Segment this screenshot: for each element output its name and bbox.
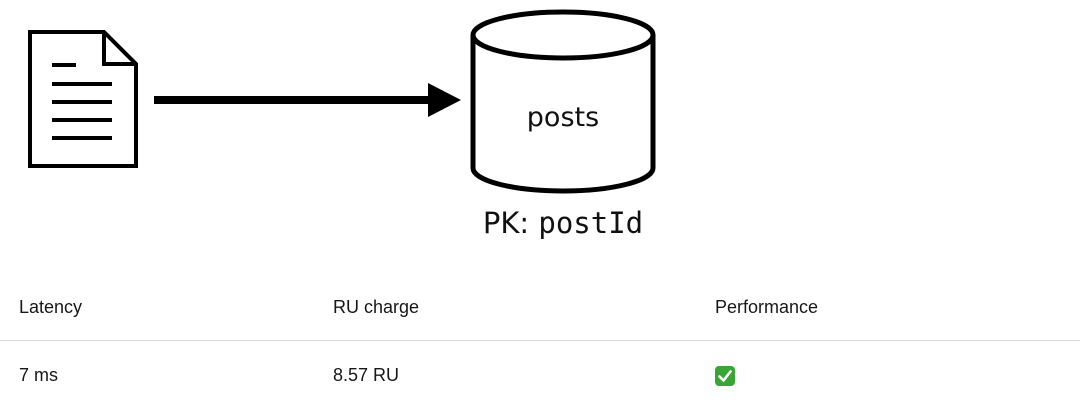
table-row: 7 ms 8.57 RU [0, 341, 1080, 409]
arrow-icon [154, 83, 461, 117]
container-name-label: posts [470, 102, 656, 133]
ru-charge-cell: 8.57 RU [314, 341, 696, 409]
ru-charge-header: RU charge [314, 274, 696, 341]
document-icon [30, 32, 136, 166]
partition-key-prefix: PK: [483, 206, 539, 240]
latency-cell: 7 ms [0, 341, 314, 409]
results-table: Latency RU charge Performance 7 ms 8.57 … [0, 274, 1080, 409]
partition-key-field: postId [538, 206, 643, 240]
partition-diagram: posts PK: postId [0, 0, 1080, 262]
latency-header: Latency [0, 274, 314, 341]
partition-key-label: PK: postId [440, 206, 686, 241]
results-table-wrapper: Latency RU charge Performance 7 ms 8.57 … [0, 274, 1080, 409]
table-header-row: Latency RU charge Performance [0, 274, 1080, 341]
performance-header: Performance [696, 274, 1080, 341]
performance-cell [696, 341, 1080, 409]
check-mark-button-icon [715, 366, 735, 386]
